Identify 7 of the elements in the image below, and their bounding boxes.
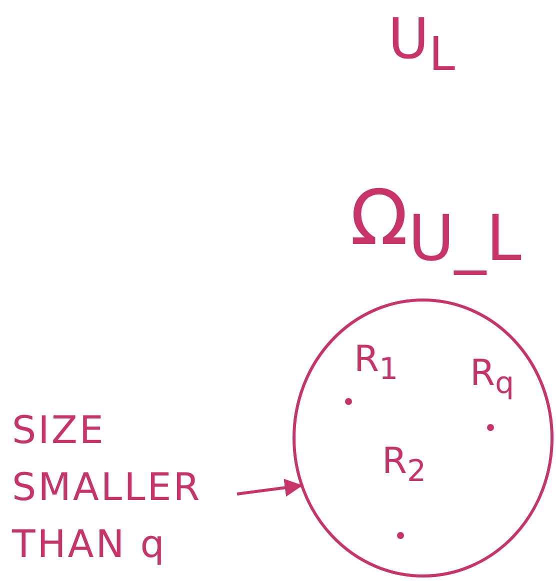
space-label: U$_{L}$ [388, 12, 455, 79]
point-label: R$_{2}$ [382, 444, 426, 488]
handwritten-note: SIZE SMALLER THAN q [12, 402, 227, 573]
point-label: R$_{q}$ [470, 356, 514, 400]
region-circle [292, 298, 554, 578]
point-label: R$_{1}$ [354, 342, 398, 386]
arrow [236, 478, 303, 497]
